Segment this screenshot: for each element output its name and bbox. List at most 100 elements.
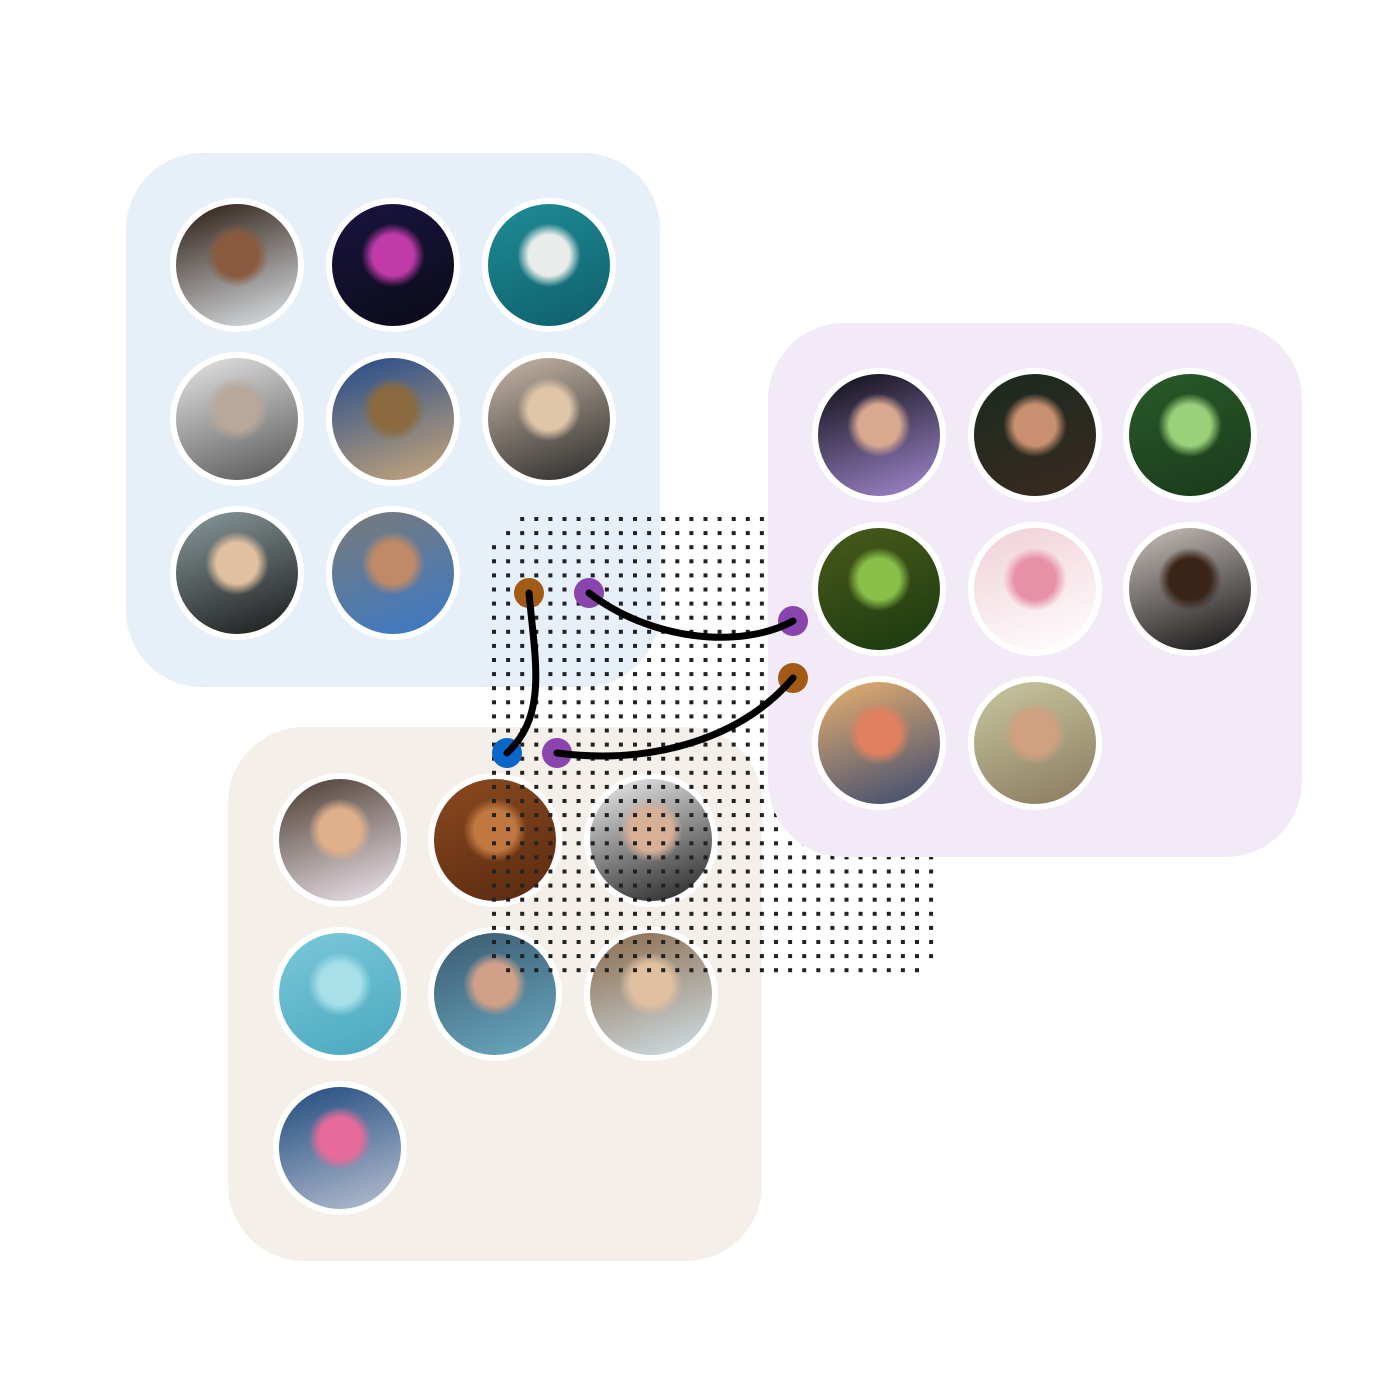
- grid-dot: [731, 925, 736, 930]
- grid-dot: [915, 883, 919, 888]
- grid-dot: [745, 756, 750, 761]
- grid-dot: [618, 672, 623, 677]
- grid-dot: [675, 813, 680, 818]
- grid-dot: [759, 700, 764, 705]
- grid-dot: [788, 954, 793, 959]
- avatar-photo[interactable]: [170, 352, 304, 486]
- avatar-photo[interactable]: [812, 676, 946, 810]
- grid-dot: [647, 672, 652, 677]
- connector-line[interactable]: [503, 589, 540, 757]
- grid-dot: [590, 658, 595, 662]
- avatar-photo[interactable]: [1123, 368, 1257, 502]
- grid-dot: [506, 672, 511, 677]
- grid-dot: [717, 827, 722, 832]
- avatar-photo[interactable]: [812, 368, 946, 502]
- grid-dot: [689, 869, 694, 874]
- avatar-photo[interactable]: [170, 198, 304, 332]
- grid-dot: [618, 813, 623, 818]
- grid-dot: [548, 545, 553, 550]
- grid-dot: [506, 700, 511, 705]
- grid-dot: [731, 911, 736, 916]
- avatar-photo[interactable]: [326, 198, 460, 332]
- grid-dot: [675, 940, 680, 944]
- grid-dot: [590, 954, 595, 959]
- grid-dot: [647, 615, 652, 620]
- avatar-photo[interactable]: [326, 506, 460, 640]
- grid-dot: [492, 615, 496, 620]
- grid-dot: [816, 968, 821, 973]
- grid-dot: [534, 855, 539, 860]
- grid-dot: [520, 770, 525, 775]
- grid-dot: [661, 686, 666, 691]
- grid-dot: [689, 559, 694, 564]
- avatar-photo[interactable]: [273, 927, 407, 1061]
- avatar-photo[interactable]: [584, 927, 718, 1061]
- grid-dot: [886, 968, 891, 973]
- grid-dot: [633, 545, 637, 550]
- grid-dot: [675, 954, 680, 959]
- grid-dot: [562, 728, 567, 733]
- grid-dot: [703, 940, 708, 944]
- avatar-photo[interactable]: [482, 198, 616, 332]
- avatar-photo[interactable]: [273, 773, 407, 907]
- grid-dot: [604, 700, 609, 705]
- grid-dot: [520, 855, 525, 860]
- grid-dot: [506, 911, 511, 916]
- grid-dot: [576, 517, 581, 521]
- grid-dot: [717, 672, 722, 677]
- grid-dot: [661, 770, 666, 775]
- grid-dot: [717, 742, 722, 747]
- grid-dot: [590, 841, 595, 846]
- grid-dot: [534, 841, 539, 846]
- grid-dot: [520, 672, 525, 677]
- grid-dot: [774, 968, 778, 973]
- grid-dot: [548, 700, 553, 705]
- grid-dot: [830, 897, 835, 902]
- grid-dot: [576, 672, 581, 677]
- grid-dot: [562, 559, 567, 564]
- avatar-photo[interactable]: [273, 1081, 407, 1215]
- grid-dot: [774, 911, 778, 916]
- grid-dot: [745, 587, 750, 592]
- grid-dot: [759, 855, 764, 860]
- grid-dot: [689, 940, 694, 944]
- avatar-photo[interactable]: [428, 927, 562, 1061]
- grid-dot: [717, 925, 722, 930]
- grid-dot: [872, 968, 877, 973]
- grid-dot: [731, 968, 736, 973]
- grid-dot: [745, 925, 750, 930]
- grid-dot: [618, 954, 623, 959]
- avatar-photo[interactable]: [170, 506, 304, 640]
- grid-dot: [731, 869, 736, 874]
- grid-dot: [661, 714, 666, 719]
- grid-dot: [745, 954, 750, 959]
- grid-dot: [745, 940, 750, 944]
- avatar-photo[interactable]: [968, 676, 1102, 810]
- grid-dot: [647, 517, 652, 521]
- avatar-photo[interactable]: [482, 352, 616, 486]
- grid-dot: [618, 940, 623, 944]
- grid-dot: [830, 940, 835, 944]
- grid-dot: [858, 940, 863, 944]
- grid-dot: [618, 799, 623, 803]
- grid-dot: [618, 601, 623, 606]
- avatar-photo[interactable]: [1123, 522, 1257, 656]
- avatar-photo[interactable]: [812, 522, 946, 656]
- grid-dot: [745, 573, 750, 578]
- connector-line[interactable]: [553, 674, 797, 760]
- grid-dot: [562, 686, 567, 691]
- grid-dot: [633, 531, 637, 536]
- grid-dot: [618, 573, 623, 578]
- connector-line[interactable]: [585, 589, 797, 641]
- grid-dot: [675, 587, 680, 592]
- grid-dot: [562, 770, 567, 775]
- grid-dot: [675, 559, 680, 564]
- grid-dot: [816, 897, 821, 902]
- grid-dot: [703, 954, 708, 959]
- avatar-photo[interactable]: [968, 522, 1102, 656]
- grid-dot: [745, 686, 750, 691]
- grid-dot: [506, 573, 511, 578]
- avatar-photo[interactable]: [326, 352, 460, 486]
- avatar-photo[interactable]: [968, 368, 1102, 502]
- grid-dot: [900, 925, 905, 930]
